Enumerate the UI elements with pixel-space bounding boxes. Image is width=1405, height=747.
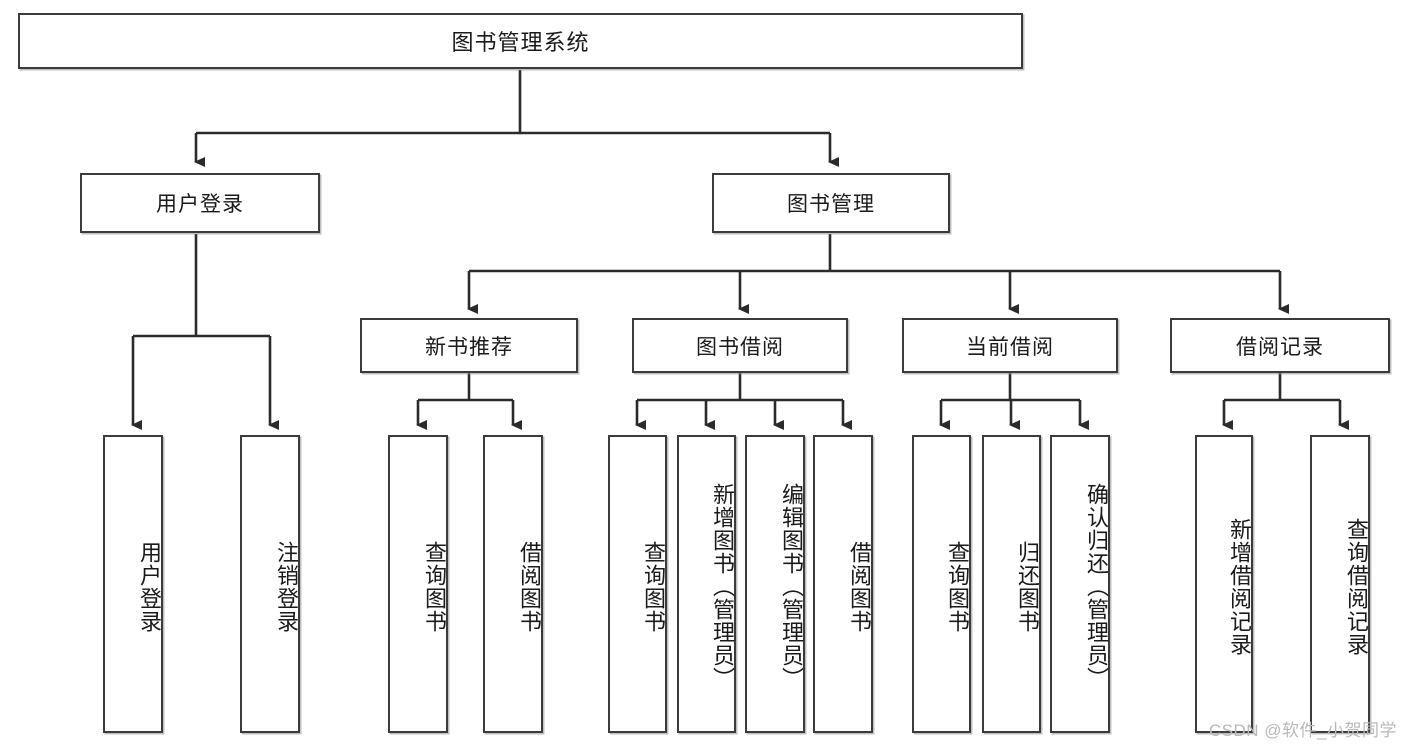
node-label: 编辑图书（管理员） [779,482,804,690]
node-label: 用户登录 [137,541,162,633]
leaf-query-book-current[interactable]: 查询图书 [912,435,971,733]
leaf-borrow-book-recommend[interactable]: 借阅图书 [483,435,543,733]
node-user-login[interactable]: 用户登录 [80,173,320,233]
node-label: 确认归还（管理员） [1084,482,1109,690]
node-label: 借阅图书 [517,541,542,633]
node-label: 用户登录 [156,193,244,216]
leaf-edit-book[interactable]: 编辑图书（管理员） [745,435,805,733]
node-book-manage[interactable]: 图书管理 [712,173,950,233]
leaf-user-login[interactable]: 用户登录 [103,435,163,733]
node-label: 注销登录 [274,541,299,633]
node-label: 借阅记录 [1236,335,1324,359]
node-label: 查询图书 [945,541,970,633]
leaf-user-logout[interactable]: 注销登录 [240,435,300,733]
node-label: 图书管理系统 [451,30,590,55]
node-root-system[interactable]: 图书管理系统 [18,13,1023,69]
leaf-add-book[interactable]: 新增图书（管理员） [677,435,736,733]
watermark-text: CSDN @软件_小贺同学 [1208,721,1397,740]
node-label: 新增图书（管理员） [710,482,735,690]
node-current-borrow[interactable]: 当前借阅 [902,318,1118,373]
node-label: 查询图书 [641,541,666,633]
node-label: 归还图书 [1015,541,1040,633]
node-label: 查询图书 [422,541,447,633]
node-book-borrow[interactable]: 图书借阅 [632,318,848,373]
node-label: 借阅图书 [847,541,872,633]
node-label: 查询借阅记录 [1344,518,1369,656]
leaf-confirm-return[interactable]: 确认归还（管理员） [1050,435,1110,733]
leaf-borrow-book[interactable]: 借阅图书 [813,435,873,733]
leaf-query-book-borrow[interactable]: 查询图书 [608,435,667,733]
leaf-query-book-recommend[interactable]: 查询图书 [388,435,448,733]
node-new-book-recommend[interactable]: 新书推荐 [360,318,578,373]
node-label: 新书推荐 [425,335,513,359]
leaf-return-book[interactable]: 归还图书 [982,435,1041,733]
leaf-query-borrow-record[interactable]: 查询借阅记录 [1310,435,1370,733]
node-label: 图书管理 [787,193,875,216]
node-label: 新增借阅记录 [1227,518,1252,656]
leaf-add-borrow-record[interactable]: 新增借阅记录 [1195,435,1253,733]
node-label: 图书借阅 [696,335,784,359]
node-label: 当前借阅 [966,335,1054,359]
node-borrow-record[interactable]: 借阅记录 [1170,318,1390,373]
